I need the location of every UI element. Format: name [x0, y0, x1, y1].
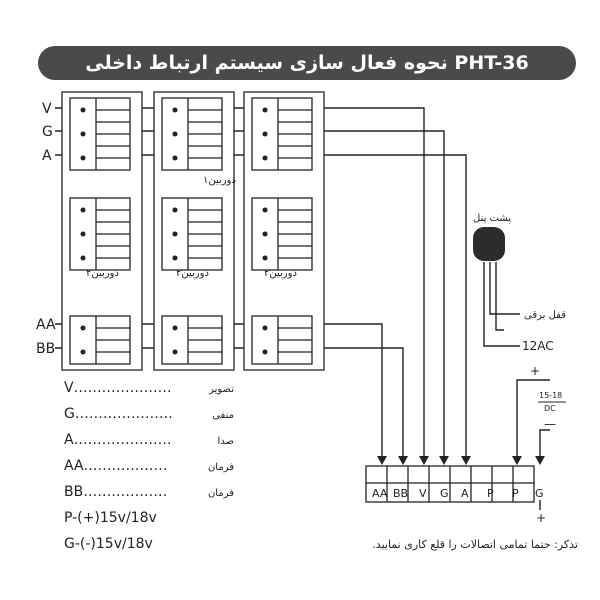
wire-ac — [483, 262, 520, 347]
terminal-dot — [172, 131, 178, 137]
panel-device — [473, 227, 505, 261]
terminal-label-7: P — [512, 487, 519, 500]
arrow-p — [512, 456, 522, 465]
ac-label: 12AC — [522, 339, 554, 353]
ground-plus-label: + — [536, 511, 546, 525]
title-bar — [38, 46, 576, 80]
terminal-dot — [172, 107, 178, 113]
camera-label-3: دوربین۲ — [176, 268, 209, 279]
camera-label-4: دوربین۲ — [264, 268, 297, 279]
arrow-g2 — [535, 456, 545, 465]
dc-plus-label: + — [530, 364, 540, 378]
terminal-label-2: BB — [393, 487, 408, 500]
call-label-aa: AA — [36, 317, 56, 333]
arrow-bb — [398, 456, 408, 465]
terminal-dot — [80, 255, 86, 261]
terminal-dot — [262, 207, 268, 213]
terminal-dot — [172, 255, 178, 261]
call-label-bb: BB — [36, 341, 55, 357]
terminal-dot — [80, 131, 86, 137]
legend-row-a: A………………… صدا — [64, 432, 234, 454]
diagram-title: نحوه فعال سازی سیستم ارتباط داخلی PHT-36 — [85, 52, 529, 74]
bus-label-v: V — [42, 101, 52, 117]
terminal-dot — [262, 155, 268, 161]
terminal-dot — [172, 325, 178, 331]
arrow-v — [419, 456, 429, 465]
panel-label: پشت پنل — [473, 213, 511, 224]
legend-desc-v: تصویر — [209, 384, 234, 395]
terminal-label-5: A — [461, 487, 469, 500]
terminal-dot — [262, 107, 268, 113]
dc-minus-label: — — [544, 417, 556, 431]
terminal-dot — [172, 155, 178, 161]
arrow-a — [461, 456, 471, 465]
legend-code-bb: BB……………… — [64, 484, 168, 500]
terminal-dot — [262, 131, 268, 137]
power-line-g: G-(-)15v/18v — [64, 536, 153, 552]
legend-row-bb: BB……………… فرمان — [64, 484, 234, 506]
terminal-dot — [80, 107, 86, 113]
wire-dc-minus — [539, 429, 550, 462]
terminal-label-6: P — [487, 487, 494, 500]
terminal-dot — [80, 349, 86, 355]
terminal-dot — [262, 349, 268, 355]
bus-label-g: G — [42, 124, 53, 140]
legend-row-g: G………………… منفی — [64, 406, 234, 428]
legend-code-v: V………………… — [64, 380, 172, 396]
arrow-g — [439, 456, 449, 465]
terminal-dot — [262, 255, 268, 261]
dc-label-top: 15-18 — [539, 391, 562, 400]
legend-desc-bb: فرمان — [207, 488, 234, 499]
terminal-dot — [172, 349, 178, 355]
terminal-label-8: G — [535, 487, 544, 500]
terminal-dot — [80, 207, 86, 213]
wire-lock-2 — [495, 262, 504, 331]
camera-label-1: دوربین۱ — [203, 175, 236, 186]
legend-code-g: G………………… — [64, 406, 173, 422]
terminal-dot — [172, 207, 178, 213]
terminal-dot — [172, 231, 178, 237]
terminal-dot — [262, 231, 268, 237]
legend-row-v: V………………… تصویر — [64, 380, 234, 402]
legend-code-a: A………………… — [64, 432, 172, 448]
bus-label-a: A — [42, 148, 52, 164]
legend-code-aa: AA……………… — [64, 458, 168, 474]
legend-row-aa: AA……………… فرمان — [64, 458, 234, 480]
dc-label-bottom: DC — [544, 404, 556, 413]
legend-desc-aa: فرمان — [207, 462, 234, 473]
terminal-dot — [80, 325, 86, 331]
terminal-label-1: AA — [372, 487, 388, 500]
installation-note: تذکر: حتما تمامی اتصالات را قلع کاری نما… — [372, 538, 578, 551]
terminal-dot — [80, 155, 86, 161]
terminal-label-3: V — [419, 487, 427, 500]
terminal-label-4: G — [440, 487, 449, 500]
terminal-dot — [80, 231, 86, 237]
terminal-dot — [262, 325, 268, 331]
wire-dc-plus — [516, 379, 550, 462]
arrow-aa — [377, 456, 387, 465]
camera-label-2: دوربین۲ — [86, 268, 119, 279]
legend-desc-g: منفی — [212, 410, 234, 421]
legend-desc-a: صدا — [217, 436, 234, 447]
power-line-p: P-(+)15v/18v — [64, 510, 157, 526]
lock-label: قفل برقی — [524, 310, 566, 321]
wire-lock-1 — [489, 262, 520, 315]
